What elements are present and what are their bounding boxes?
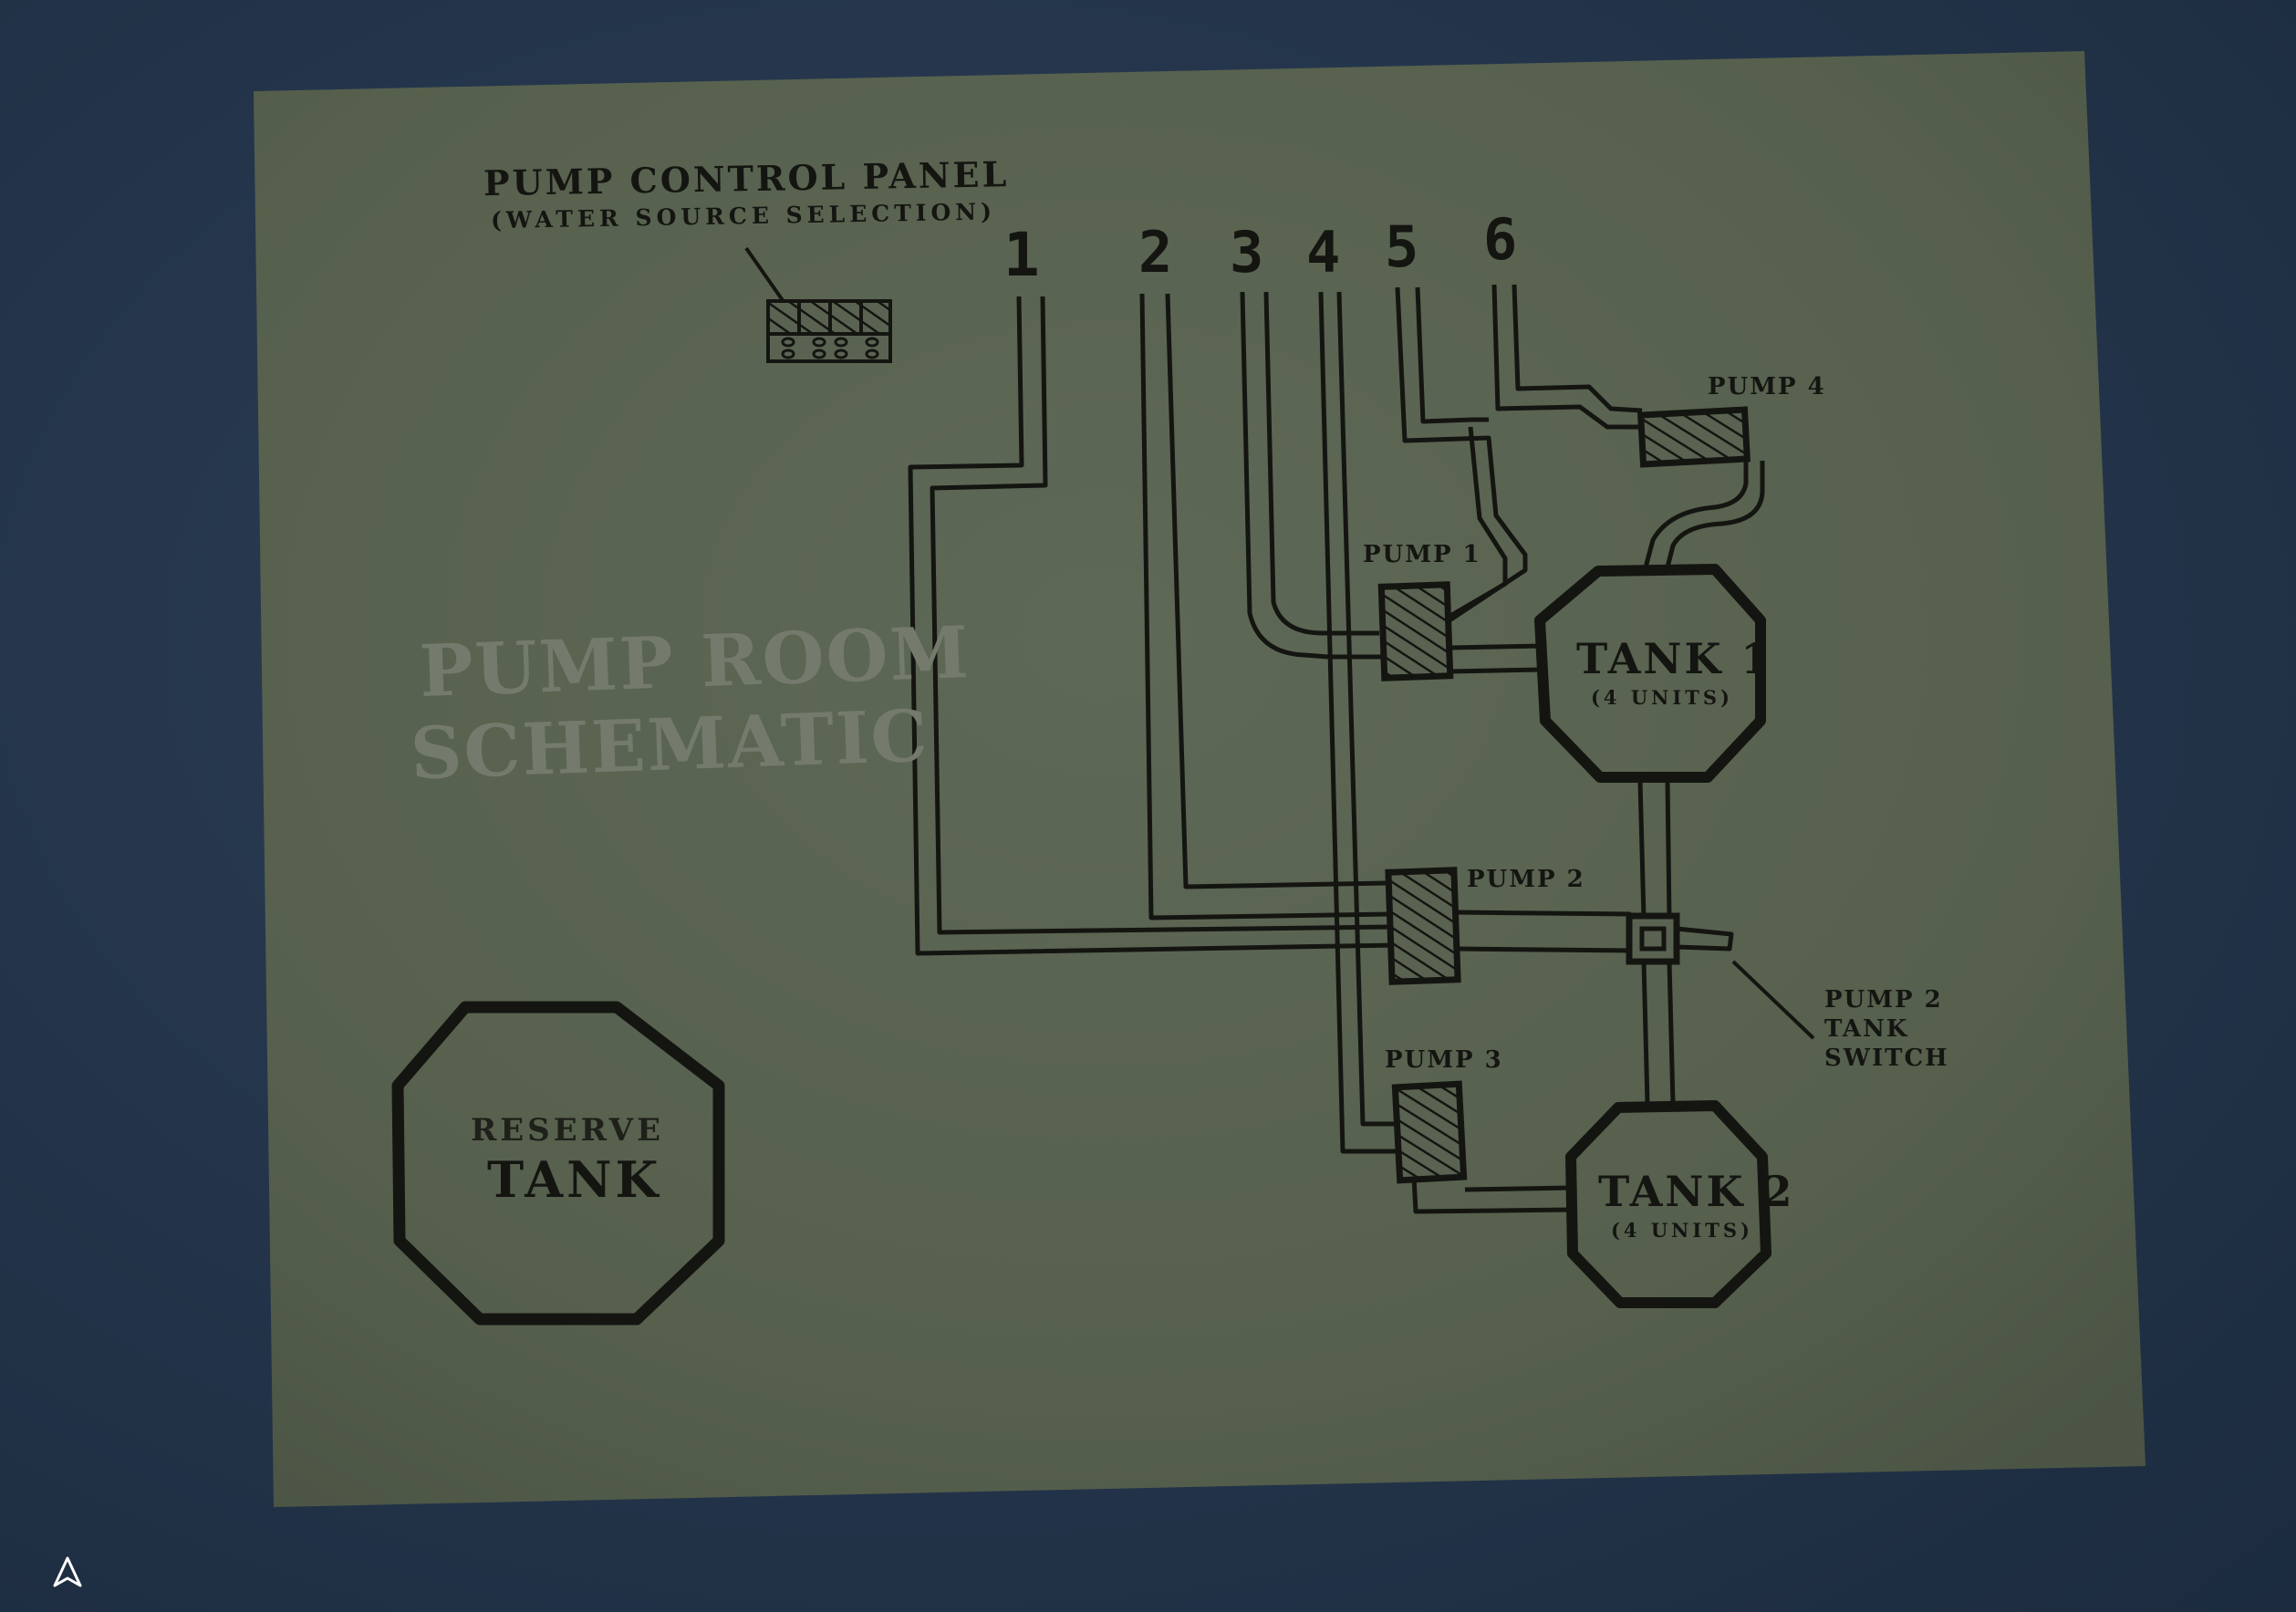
panel-title: PUMP CONTROL PANEL xyxy=(483,153,1010,203)
switch-label-line-2: TANK xyxy=(1824,1015,1908,1043)
tank-2-capacity: (4 UNITS) xyxy=(1611,1219,1753,1242)
pipes xyxy=(744,246,1815,1214)
pump-3-box xyxy=(1391,1080,1468,1184)
pump-2-label: PUMP 2 xyxy=(1467,866,1585,893)
pump-2-tank-switch-box xyxy=(1626,912,1680,965)
tank-2-name: TANK 2 xyxy=(1598,1167,1794,1216)
source-label-5: 5 xyxy=(1385,213,1418,280)
pump-1-label: PUMP 1 xyxy=(1363,541,1481,568)
tank-1-shape xyxy=(1534,564,1766,783)
control-panel-icon xyxy=(766,299,892,363)
source-label-2: 2 xyxy=(1138,219,1172,286)
pump-3-label: PUMP 3 xyxy=(1385,1046,1503,1074)
reserve-tank-label-line-2: TANK xyxy=(487,1150,661,1209)
pump-1-box xyxy=(1377,581,1454,681)
reserve-tank-shape xyxy=(391,1001,725,1326)
tank-1-capacity: (4 UNITS) xyxy=(1591,686,1733,709)
reserve-tank-label-line-1: RESERVE xyxy=(471,1112,664,1149)
schematic-title-line-2: SCHEMATIC xyxy=(410,695,931,796)
source-label-1: 1 xyxy=(1003,220,1040,290)
arrow-cursor-icon xyxy=(53,1556,82,1587)
source-label-6: 6 xyxy=(1483,206,1517,273)
pumps xyxy=(1377,406,1751,1184)
pump-4-label: PUMP 4 xyxy=(1708,373,1826,400)
tank-1-name: TANK 1 xyxy=(1576,634,1772,683)
switch-label-line-1: PUMP 2 xyxy=(1824,986,1943,1014)
source-label-3: 3 xyxy=(1230,219,1263,286)
schematic-title-line-1: PUMP ROOM xyxy=(419,611,972,713)
tank-2-shape xyxy=(1565,1100,1771,1308)
pump-2-box xyxy=(1385,867,1461,985)
source-label-4: 4 xyxy=(1306,219,1340,286)
pump-4-box xyxy=(1636,406,1751,468)
switch-label-line-3: SWITCH xyxy=(1824,1045,1949,1072)
